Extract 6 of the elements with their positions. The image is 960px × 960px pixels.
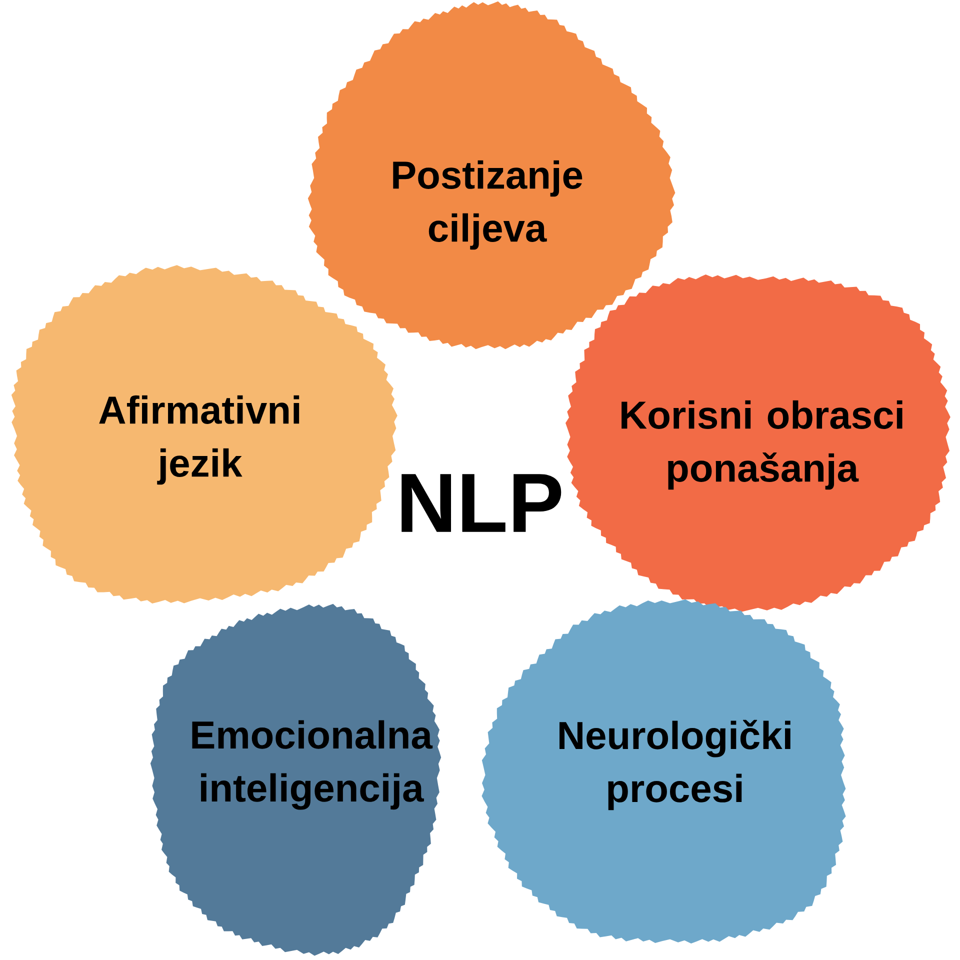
topic-blob: Afirmativni jezik (11, 265, 398, 604)
topic-blob: Emocionalna inteligencija (150, 604, 442, 956)
topic-blob: Korisni obrasci ponašanja (566, 274, 950, 612)
title: NLP (402, 474, 562, 532)
topic-blob: Neurologički procesi (482, 599, 846, 944)
topic-blob: Postizanje ciljeva (308, 1, 676, 350)
